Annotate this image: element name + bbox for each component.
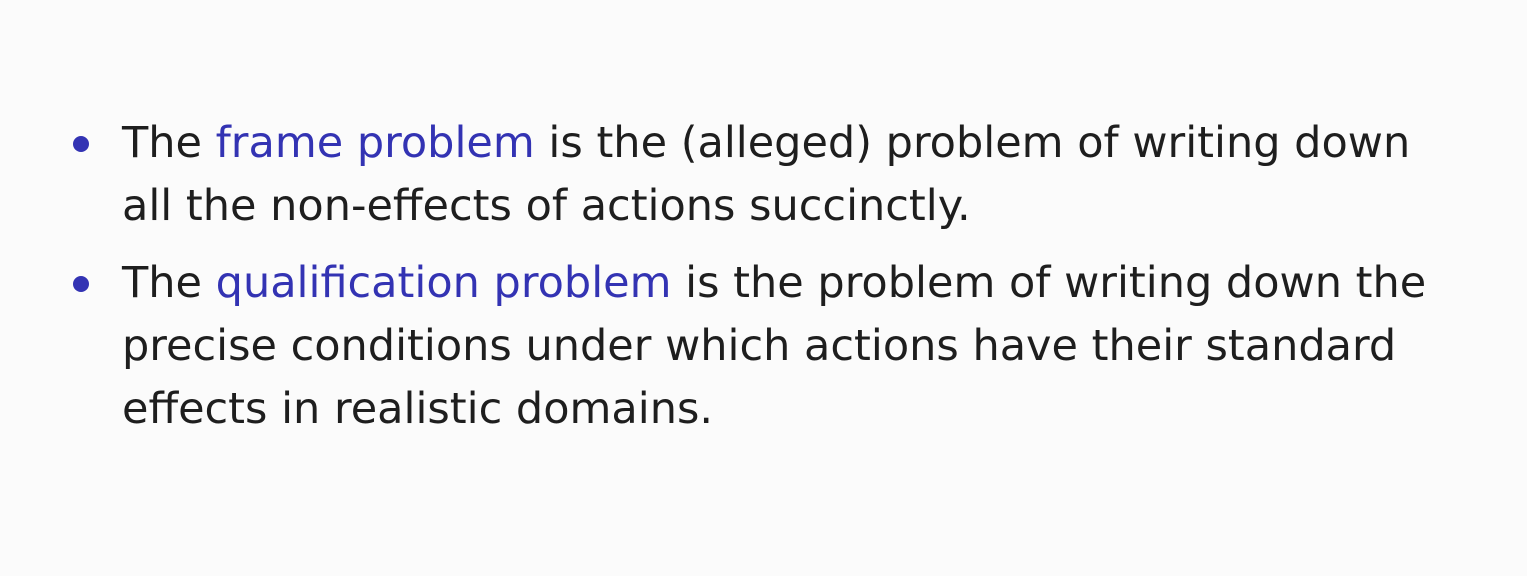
bullet-prefix: The	[122, 258, 216, 308]
term-qualification-problem: qualification problem	[215, 258, 672, 308]
bullet-text: is the (alleged) problem of writing down…	[122, 118, 1411, 231]
bullet-dot-icon	[73, 136, 89, 152]
bullet-prefix: The	[122, 118, 216, 168]
bullet-list: The frame problem is the (alleged) probl…	[70, 112, 1470, 455]
bullet-text: is the problem of writing down the preci…	[122, 258, 1427, 434]
term-frame-problem: frame problem	[215, 118, 535, 168]
bullet-item-frame-problem: The frame problem is the (alleged) probl…	[70, 112, 1470, 238]
bullet-item-qualification-problem: The qualification problem is the problem…	[70, 252, 1470, 441]
bullet-dot-icon	[73, 276, 89, 292]
